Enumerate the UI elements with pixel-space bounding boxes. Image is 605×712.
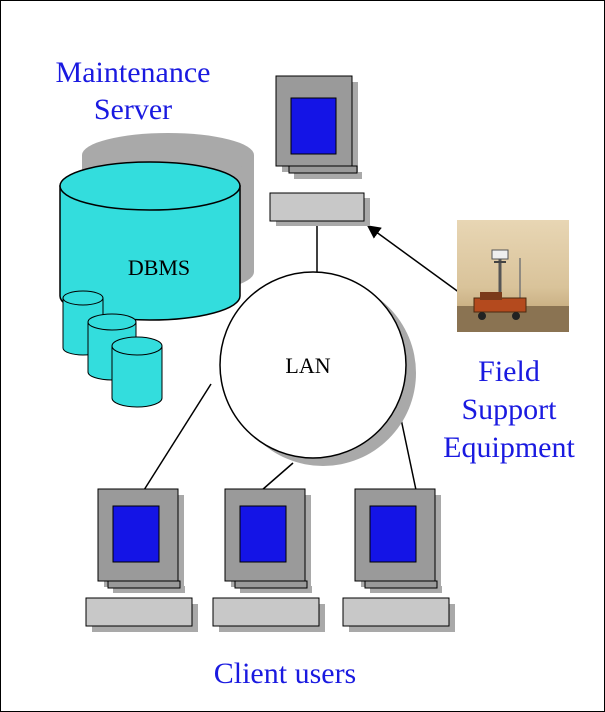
server-label-line1: Maintenance	[56, 56, 211, 89]
field-equipment-photo	[457, 220, 569, 332]
field-label-line3: Equipment	[443, 431, 575, 464]
client-workstation-icon	[342, 488, 455, 632]
field-label-line1: Field	[478, 355, 540, 388]
field-label-line2: Support	[461, 393, 557, 426]
field-to-server-arrow	[366, 225, 461, 294]
client-workstation-icon	[85, 488, 198, 632]
lan-label: LAN	[285, 353, 330, 378]
client-workstation-icon	[212, 488, 325, 632]
server-workstation-icon	[269, 75, 370, 226]
disk-stack-icon	[62, 290, 163, 408]
database-cylinder-icon	[59, 133, 254, 321]
client-users-label: Client users	[214, 657, 357, 690]
server-label-line2: Server	[94, 93, 172, 126]
dbms-label: DBMS	[128, 255, 190, 280]
lan-circle	[219, 271, 416, 466]
